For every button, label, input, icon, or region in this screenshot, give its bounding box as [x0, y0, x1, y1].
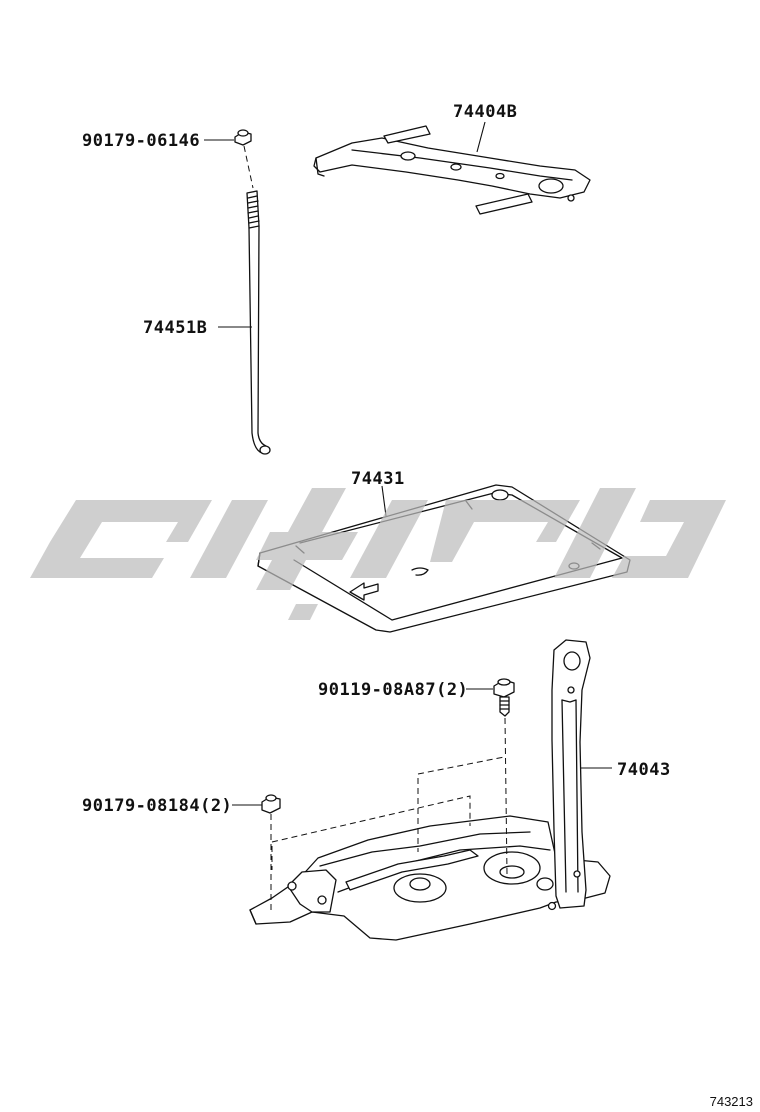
label-battery-tray[interactable]: 74431 [351, 469, 405, 489]
label-tray-bolt[interactable]: 90119-08A87(2) [318, 680, 468, 700]
assembly-guide-lines [271, 756, 505, 870]
bolt-top-drawing [234, 129, 254, 189]
figure-number: 743213 [710, 1094, 753, 1109]
leader-battery-clamp [476, 121, 486, 153]
label-bolt-top[interactable]: 90179-06146 [82, 131, 200, 151]
label-clamp-rod[interactable]: 74451B [143, 318, 207, 338]
watermark-logo [30, 488, 726, 620]
label-carrier-support[interactable]: 74043 [617, 760, 671, 780]
clamp-rod-drawing [246, 190, 271, 455]
tray-bolt-drawing [493, 678, 515, 875]
carrier-support-drawing [249, 639, 611, 941]
label-battery-clamp[interactable]: 74404B [453, 102, 517, 122]
leader-battery-tray [381, 485, 387, 517]
carrier-nut-drawing [261, 794, 281, 910]
battery-clamp-drawing [313, 125, 591, 215]
label-carrier-nut[interactable]: 90179-08184(2) [82, 796, 232, 816]
